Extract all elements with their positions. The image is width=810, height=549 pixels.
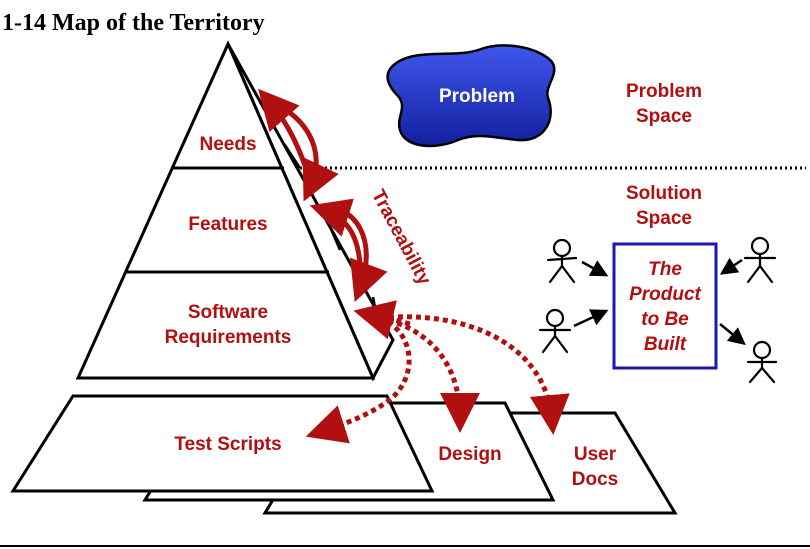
product-box-line-3: to Be	[641, 309, 689, 330]
product-box-label: The Product to Be Built	[629, 259, 701, 355]
software-requirements-label-1: Software	[188, 302, 268, 323]
stakeholder-mid-left	[538, 308, 572, 354]
needs-label: Needs	[199, 134, 256, 155]
stakeholder-bottom-right	[746, 340, 778, 384]
problem-space-label-2: Space	[636, 106, 692, 127]
product-box-line-1: The	[648, 259, 682, 280]
design-label: Design	[438, 444, 501, 465]
features-label: Features	[188, 214, 267, 235]
user-docs-label-1: User	[574, 444, 617, 465]
user-docs-label-2: Docs	[572, 469, 618, 490]
dotted-trace-arrows	[305, 300, 570, 444]
test-scripts-label: Test Scripts	[174, 434, 281, 455]
software-requirements-label-2: Requirements	[165, 327, 292, 348]
slide-title: 1-14 Map of the Territory	[2, 10, 265, 36]
traceability-label: Traceability	[367, 186, 435, 289]
traceability-arrows	[258, 88, 388, 303]
problem-space-label-1: Problem	[626, 81, 702, 102]
solution-space-label-2: Space	[636, 208, 692, 229]
stakeholder-top-right	[743, 236, 777, 284]
pyramid	[75, 40, 376, 380]
solution-space-label-1: Solution	[626, 183, 702, 204]
product-arrows	[573, 257, 746, 346]
problem-blob-label: Problem	[439, 86, 515, 107]
stakeholder-top-left	[546, 238, 578, 284]
product-box-line-4: Built	[644, 334, 687, 355]
product-box-line-2: Product	[629, 284, 701, 305]
product-box	[612, 242, 718, 370]
problem-blob	[386, 44, 556, 148]
